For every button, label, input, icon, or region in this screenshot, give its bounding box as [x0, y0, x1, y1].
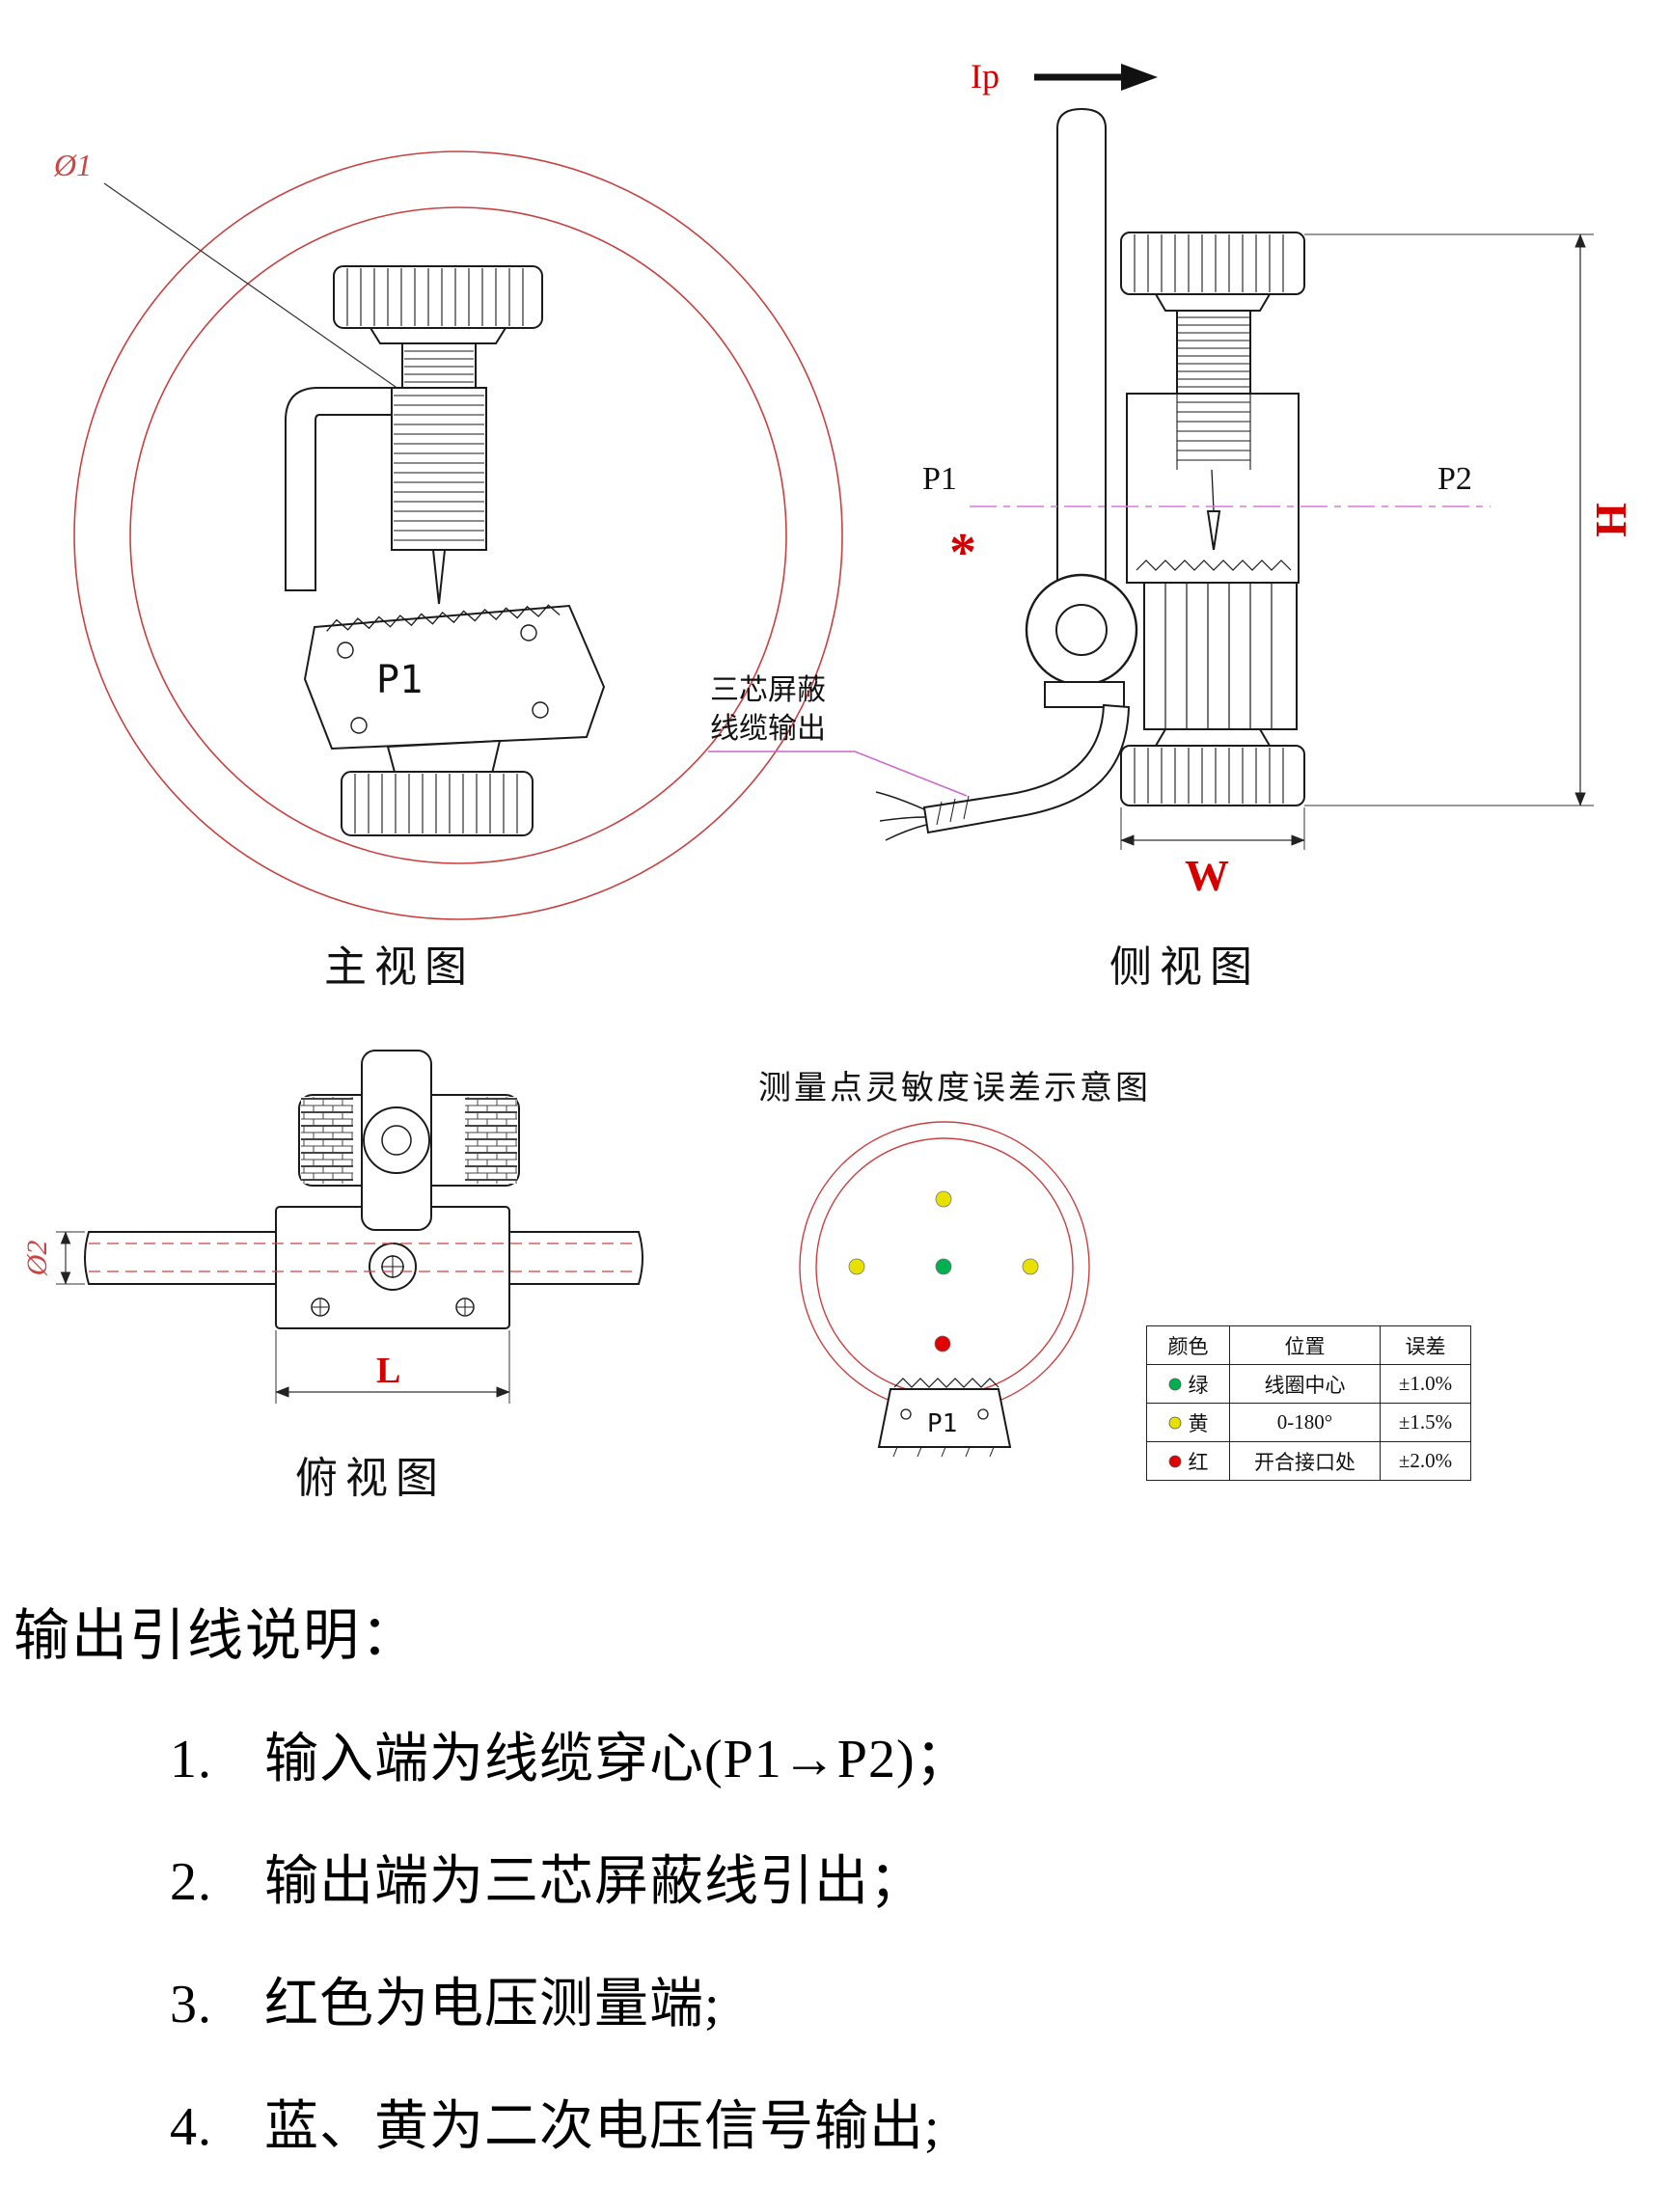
notes-section: 输出引线说明： 1. 输入端为线缆穿心(P1→P2)； 2. 输出端为三芯屏蔽线引出… — [0, 1590, 1670, 2212]
sensitivity-dot-left — [848, 1258, 865, 1275]
sensitivity-jaw — [877, 1378, 1012, 1458]
cell-error: ±1.5% — [1381, 1404, 1471, 1442]
note-text: 输入端为线缆穿心(P1→P2)； — [264, 1730, 971, 1789]
cell-position: 0-180° — [1230, 1404, 1381, 1442]
primary-conductor-rod — [1056, 107, 1107, 589]
color-name: 黄 — [1188, 1411, 1209, 1435]
sensitivity-dot-bottom — [934, 1335, 951, 1352]
table-row: 绿 线圈中心 ±1.0% — [1147, 1365, 1471, 1404]
red-dot-icon — [1168, 1455, 1181, 1467]
ip-label: Ip — [971, 57, 999, 96]
w-dimension — [1120, 807, 1305, 850]
p2-label: P2 — [1437, 461, 1472, 497]
l-dimension — [275, 1330, 510, 1404]
cell-position: 开合接口处 — [1230, 1442, 1381, 1481]
note-text: 红色为电压测量端; — [264, 1975, 721, 2034]
side-view-caption: 侧视图 — [1109, 943, 1260, 991]
cable-note-line2: 线缆输出 — [710, 713, 826, 745]
cell-color-green: 绿 — [1147, 1365, 1230, 1404]
note-item-3: 3. 红色为电压测量端; — [170, 1960, 1670, 2038]
cell-color-yellow: 黄 — [1147, 1404, 1230, 1442]
output-cable — [875, 703, 1131, 841]
cell-error: ±2.0% — [1381, 1442, 1471, 1481]
diameter2-dimension — [56, 1231, 85, 1285]
sensitivity-diagram: P1 — [799, 1121, 1090, 1458]
notes-title: 输出引线说明： — [14, 1604, 420, 1667]
top-view: Ø2 L — [21, 1050, 643, 1404]
error-table: 颜色 位置 误差 绿 线圈中心 ±1.0% 黄 0-180° ±1.5% 红 — [1146, 1325, 1471, 1481]
note-item-5: 5.定义″P1″与蓝线为同名端(*)极性对应关系。 — [170, 2205, 1670, 2212]
diameter2-label: Ø2 — [21, 1241, 53, 1277]
cell-position: 线圈中心 — [1230, 1365, 1381, 1404]
green-dot-icon — [1168, 1378, 1181, 1390]
cell-error: ±1.0% — [1381, 1365, 1471, 1404]
l-dimension-label: L — [376, 1351, 400, 1391]
sensitivity-dot-right — [1022, 1258, 1039, 1275]
front-view: Ø1 P1 — [53, 148, 843, 920]
note-number: 1. — [170, 1730, 212, 1789]
sensitivity-jaw-p1-label: P1 — [927, 1409, 957, 1438]
cable-ring — [1025, 573, 1138, 708]
color-name: 绿 — [1188, 1373, 1209, 1397]
clamp-front — [285, 265, 606, 836]
note-item-2: 2. 输出端为三芯屏蔽线引出； — [170, 1838, 1670, 1916]
note-item-4: 4. 蓝、黄为二次电压信号输出; — [170, 2083, 1670, 2161]
rod-hidden-lines — [89, 1243, 639, 1272]
sensitivity-title: 测量点灵敏度误差示意图 — [758, 1071, 1151, 1106]
diameter1-leader-line — [103, 182, 425, 408]
header-error: 误差 — [1381, 1326, 1471, 1365]
note-text: 蓝、黄为二次电压信号输出; — [264, 2097, 941, 2157]
header-position: 位置 — [1230, 1326, 1381, 1365]
polarity-asterisk: * — [949, 523, 976, 583]
note-number: 4. — [170, 2097, 212, 2157]
ip-arrow — [1034, 64, 1158, 91]
cable-note-line1: 三芯屏蔽 — [710, 674, 826, 706]
top-view-caption: 俯视图 — [295, 1455, 446, 1502]
front-view-caption: 主视图 — [324, 943, 475, 991]
note-number: 3. — [170, 1975, 212, 2034]
cable-cross-section — [73, 150, 843, 920]
h-dimension — [1304, 233, 1594, 806]
diameter1-label: Ø1 — [53, 148, 92, 182]
color-name: 红 — [1188, 1450, 1209, 1474]
p1-label: P1 — [922, 461, 957, 497]
sensitivity-dot-top — [935, 1190, 952, 1208]
side-view: H — [708, 57, 1635, 900]
yellow-dot-icon — [1168, 1416, 1181, 1429]
table-row: 红 开合接口处 ±2.0% — [1147, 1442, 1471, 1481]
clamp-side — [1120, 232, 1305, 806]
cable-note-leader-line — [708, 751, 968, 797]
cell-color-red: 红 — [1147, 1442, 1230, 1481]
note-text: 输出端为三芯屏蔽线引出； — [264, 1852, 924, 1912]
w-dimension-label: W — [1185, 851, 1229, 900]
note-number: 2. — [170, 1852, 212, 1912]
knob-top-view — [298, 1050, 520, 1231]
h-dimension-label: H — [1586, 503, 1635, 537]
sensitivity-dot-center — [935, 1258, 952, 1275]
header-color: 颜色 — [1147, 1326, 1230, 1365]
note-item-1: 1. 输入端为线缆穿心(P1→P2)； — [170, 1715, 1670, 1793]
table-row: 黄 0-180° ±1.5% — [1147, 1404, 1471, 1442]
error-table-header-row: 颜色 位置 误差 — [1147, 1326, 1471, 1365]
front-jaw-p1-label: P1 — [376, 658, 423, 702]
